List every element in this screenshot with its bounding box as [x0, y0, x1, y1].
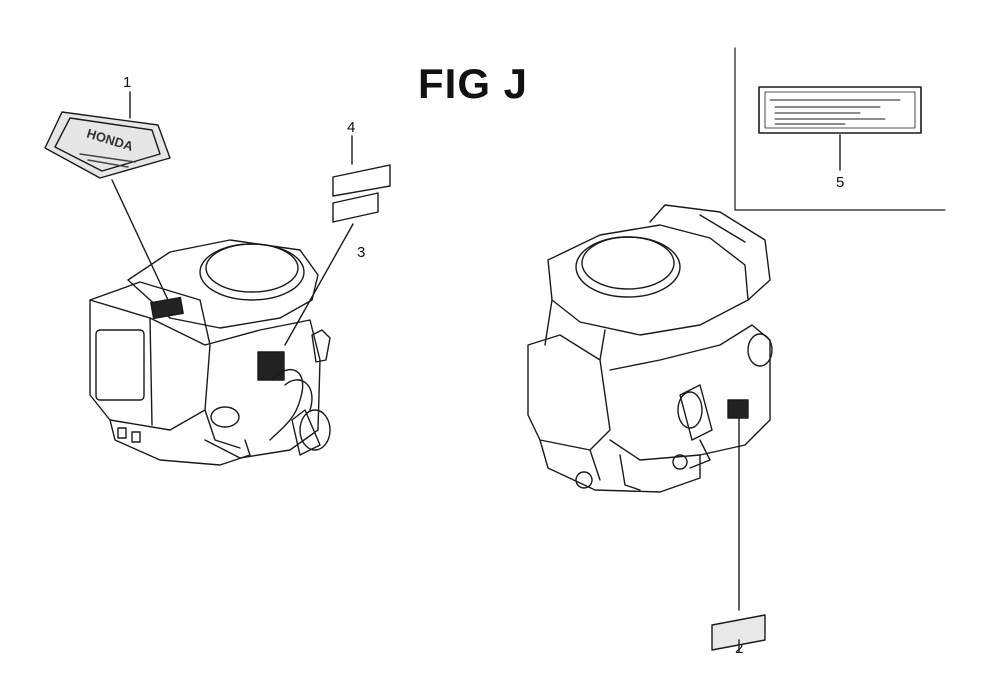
callout-4: 4 — [347, 119, 356, 136]
callout-5: 5 — [836, 174, 845, 191]
detail-box — [734, 47, 946, 211]
leader-line-3 — [284, 223, 354, 346]
right-engine-illustration — [527, 204, 773, 493]
callout-1: 1 — [123, 74, 132, 91]
decal-label-2 — [711, 614, 766, 651]
decal-label-4 — [332, 164, 391, 197]
leader-line-1b — [111, 179, 169, 301]
honda-emblem-label: HONDA — [44, 111, 171, 179]
callout-3: 3 — [357, 244, 366, 261]
decal-label-3 — [332, 192, 379, 223]
figure-title: FIG J — [418, 60, 529, 107]
left-engine-illustration — [89, 239, 331, 466]
info-plate-label-5 — [758, 86, 922, 134]
